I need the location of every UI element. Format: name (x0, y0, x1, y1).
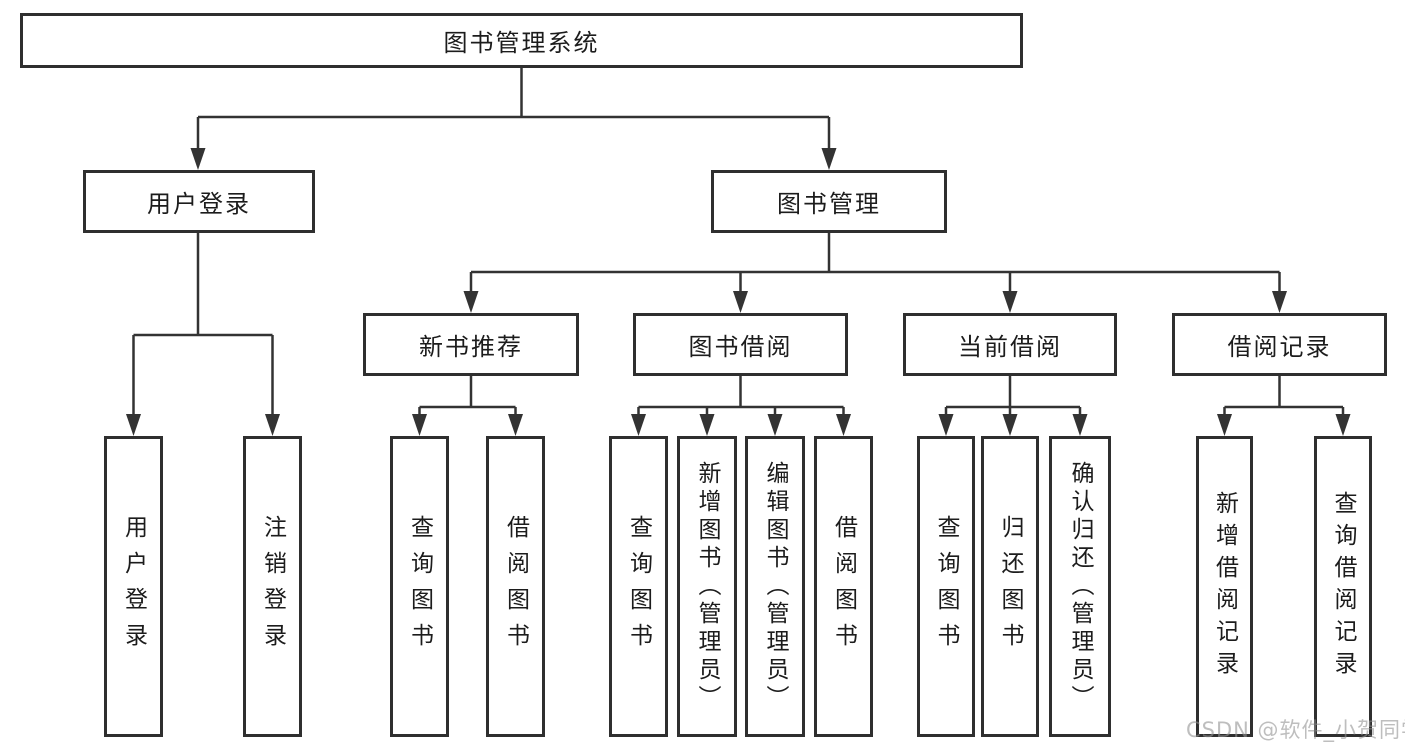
leaf-query-books-borrow: 查询图书 (609, 436, 668, 737)
leaf-confirm-return-admin: 确认归还（管理员） (1049, 436, 1111, 737)
leaf-query-books-recommend: 查询图书 (390, 436, 449, 737)
leaf-user-login: 用户登录 (104, 436, 163, 737)
connector-current-borrow-to-leaves (938, 376, 1088, 436)
csdn-watermark: CSDN @软件_小贺同学 (1186, 718, 1405, 742)
node-book-management: 图书管理 (711, 170, 947, 233)
node-root: 图书管理系统 (20, 13, 1023, 68)
node-borrow-records: 借阅记录 (1172, 313, 1387, 376)
leaf-return-book: 归还图书 (981, 436, 1039, 737)
leaf-add-book-admin: 新增图书（管理员） (677, 436, 737, 737)
leaf-borrow-books: 借阅图书 (814, 436, 873, 737)
connector-user-login-to-leaves (126, 233, 280, 436)
leaf-edit-book-admin: 编辑图书（管理员） (745, 436, 805, 737)
leaf-query-borrow-record: 查询借阅记录 (1314, 436, 1372, 737)
node-book-borrow: 图书借阅 (633, 313, 848, 376)
connector-new-book-to-leaves (412, 376, 523, 436)
leaf-borrow-books-recommend: 借阅图书 (486, 436, 545, 737)
node-user-login: 用户登录 (83, 170, 315, 233)
connector-root-to-level2 (190, 68, 837, 170)
connector-borrow-records-to-leaves (1217, 376, 1351, 436)
node-new-book-recommend: 新书推荐 (363, 313, 579, 376)
leaf-logout: 注销登录 (243, 436, 302, 737)
leaf-add-borrow-record: 新增借阅记录 (1196, 436, 1253, 737)
node-current-borrow: 当前借阅 (903, 313, 1117, 376)
connector-book-management-to-level3 (463, 233, 1287, 313)
connector-book-borrow-to-leaves (631, 376, 851, 436)
leaf-query-books-current: 查询图书 (917, 436, 975, 737)
